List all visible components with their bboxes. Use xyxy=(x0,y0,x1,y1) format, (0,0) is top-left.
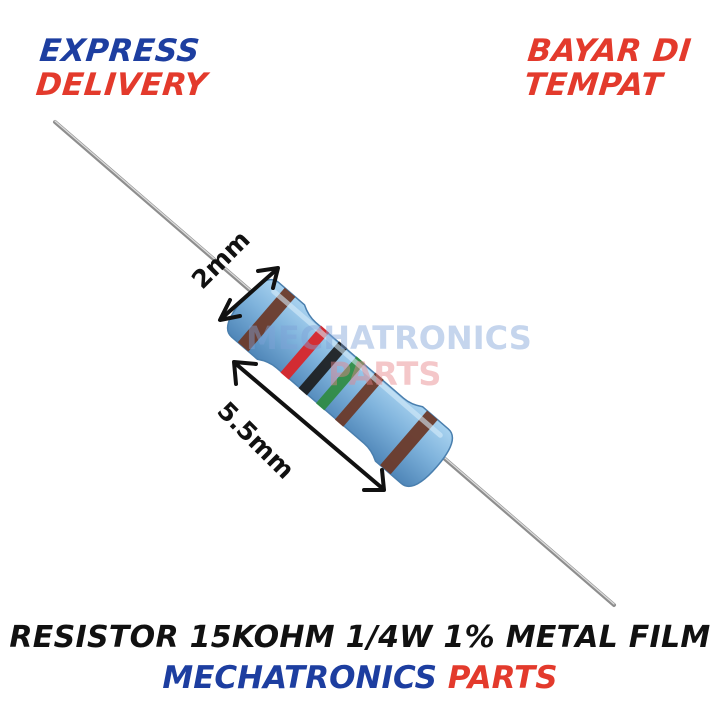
band-2 xyxy=(280,325,330,380)
band-3 xyxy=(298,341,348,396)
watermark-line2: PARTS xyxy=(328,355,442,393)
brand-part1: MECHATRONICS xyxy=(162,660,437,696)
brand-name: MECHATRONICS PARTS xyxy=(0,660,720,696)
band-6 xyxy=(380,410,438,475)
band-5 xyxy=(334,372,384,427)
double-arrow-icon xyxy=(232,360,386,492)
watermark-line1: MECHATRONICS xyxy=(246,319,532,357)
brand-part2: PARTS xyxy=(447,660,558,696)
watermark: MECHATRONICS PARTS xyxy=(246,320,532,392)
band-4 xyxy=(315,356,365,411)
band-1 xyxy=(237,287,296,352)
product-title: RESISTOR 15KOHM 1/4W 1% METAL FILM xyxy=(9,620,711,655)
double-arrow-icon xyxy=(218,266,280,322)
resistor-body xyxy=(226,278,454,488)
